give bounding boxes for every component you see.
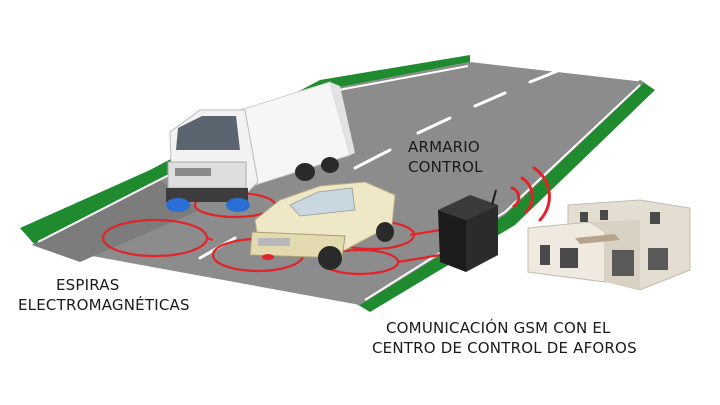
espiras-label-line-2: ELECTROMAGNÉTICAS — [18, 296, 190, 314]
control-center-building-icon — [527, 199, 691, 291]
armario-label-line-2: CONTROL — [408, 158, 483, 176]
gsm-label-line-2: CENTRO DE CONTROL DE AFOROS — [372, 339, 637, 357]
car-icon — [249, 181, 396, 270]
espiras-label: ESPIRAS ELECTROMAGNÉTICAS — [18, 275, 190, 315]
gsm-signal-icon — [510, 166, 551, 222]
control-cabinet-icon — [438, 189, 498, 272]
truck-icon — [166, 81, 355, 212]
road — [32, 62, 645, 305]
armario-label-line-1: ARMARIO — [408, 138, 480, 156]
gsm-communication-label: COMUNICACIÓN GSM CON EL CENTRO DE CONTRO… — [372, 318, 637, 358]
espiras-label-line-1: ESPIRAS — [56, 276, 120, 294]
grass-left — [20, 55, 470, 245]
gsm-label-line-1: COMUNICACIÓN GSM CON EL — [386, 319, 611, 337]
road-shade — [32, 180, 200, 262]
road-edge-right — [364, 84, 641, 301]
armario-control-label: ARMARIO CONTROL — [408, 137, 483, 177]
